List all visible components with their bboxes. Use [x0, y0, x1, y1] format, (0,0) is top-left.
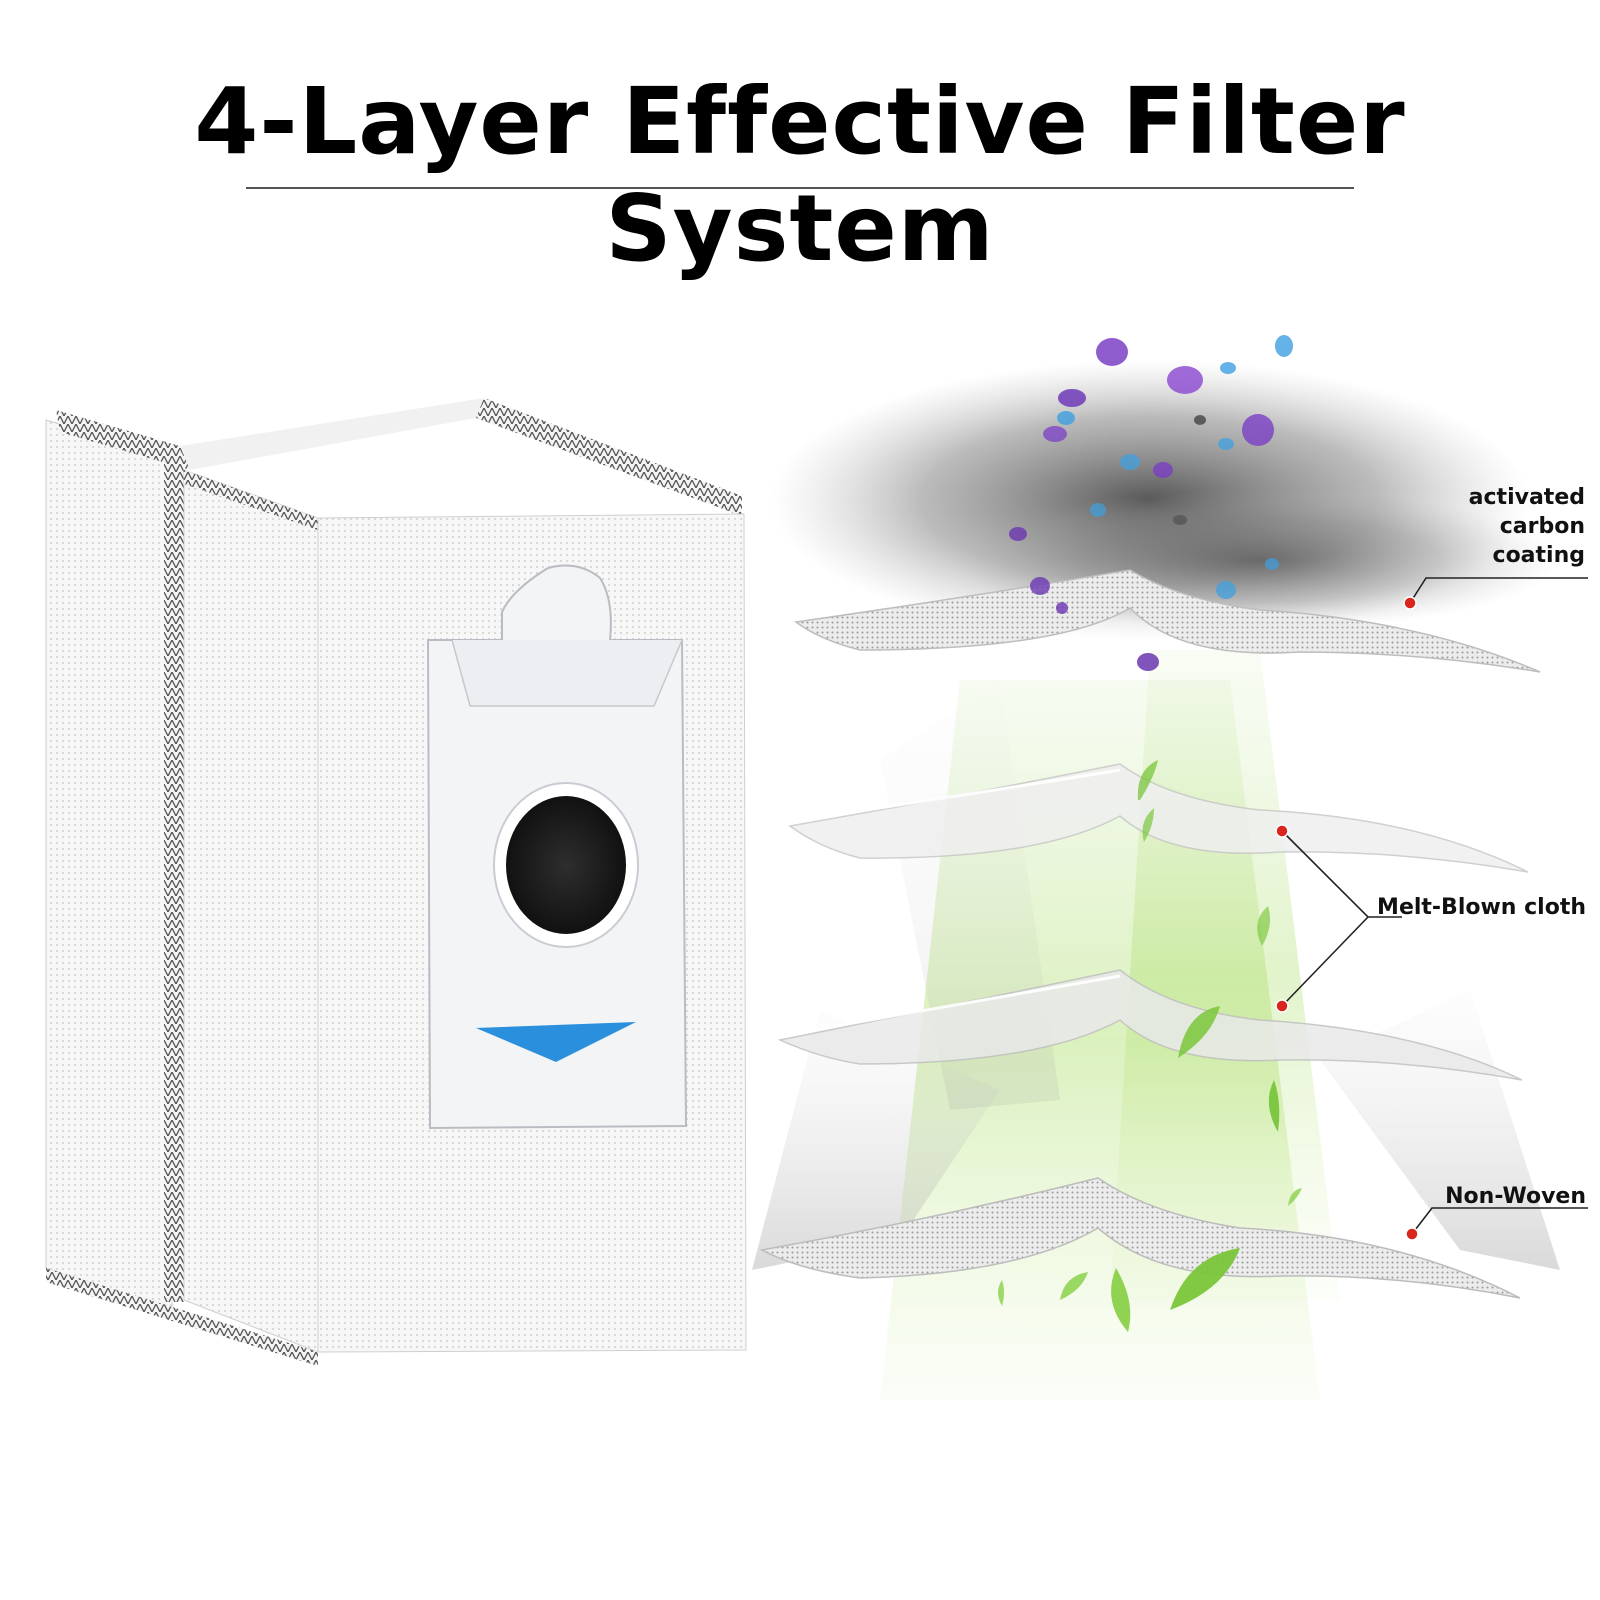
- marker-nonwoven: [1405, 1227, 1419, 1241]
- filter-bag-icon: [45, 398, 747, 1366]
- marker-meltblown-1: [1275, 824, 1289, 838]
- dust-particle-icon: [1009, 335, 1293, 671]
- label-line: carbon: [1499, 514, 1585, 539]
- leaf-icon: [998, 760, 1302, 1332]
- marker-meltblown-2: [1275, 999, 1289, 1013]
- bag-card: [426, 564, 688, 1130]
- callout-markers: [1275, 596, 1419, 1241]
- label-melt-blown: Melt-Blown cloth: [1377, 895, 1586, 920]
- label-line: activated: [1468, 485, 1585, 510]
- layer-meltblown-1: [788, 763, 1529, 873]
- layer-nonwoven: [759, 1177, 1521, 1299]
- page-title: 4-Layer Effective Filter System: [194, 68, 1406, 282]
- label-non-woven: Non-Woven: [1445, 1184, 1586, 1209]
- layer-carbon: [770, 360, 1560, 673]
- marker-carbon: [1403, 596, 1417, 610]
- arrow-down-icon: [476, 1022, 636, 1062]
- layer-meltblown-2: [777, 969, 1523, 1081]
- callout-lines: [1281, 577, 1588, 1235]
- title-divider: [246, 187, 1354, 189]
- label-activated-carbon: activated carbon coating: [1405, 483, 1585, 570]
- label-line: coating: [1492, 543, 1585, 568]
